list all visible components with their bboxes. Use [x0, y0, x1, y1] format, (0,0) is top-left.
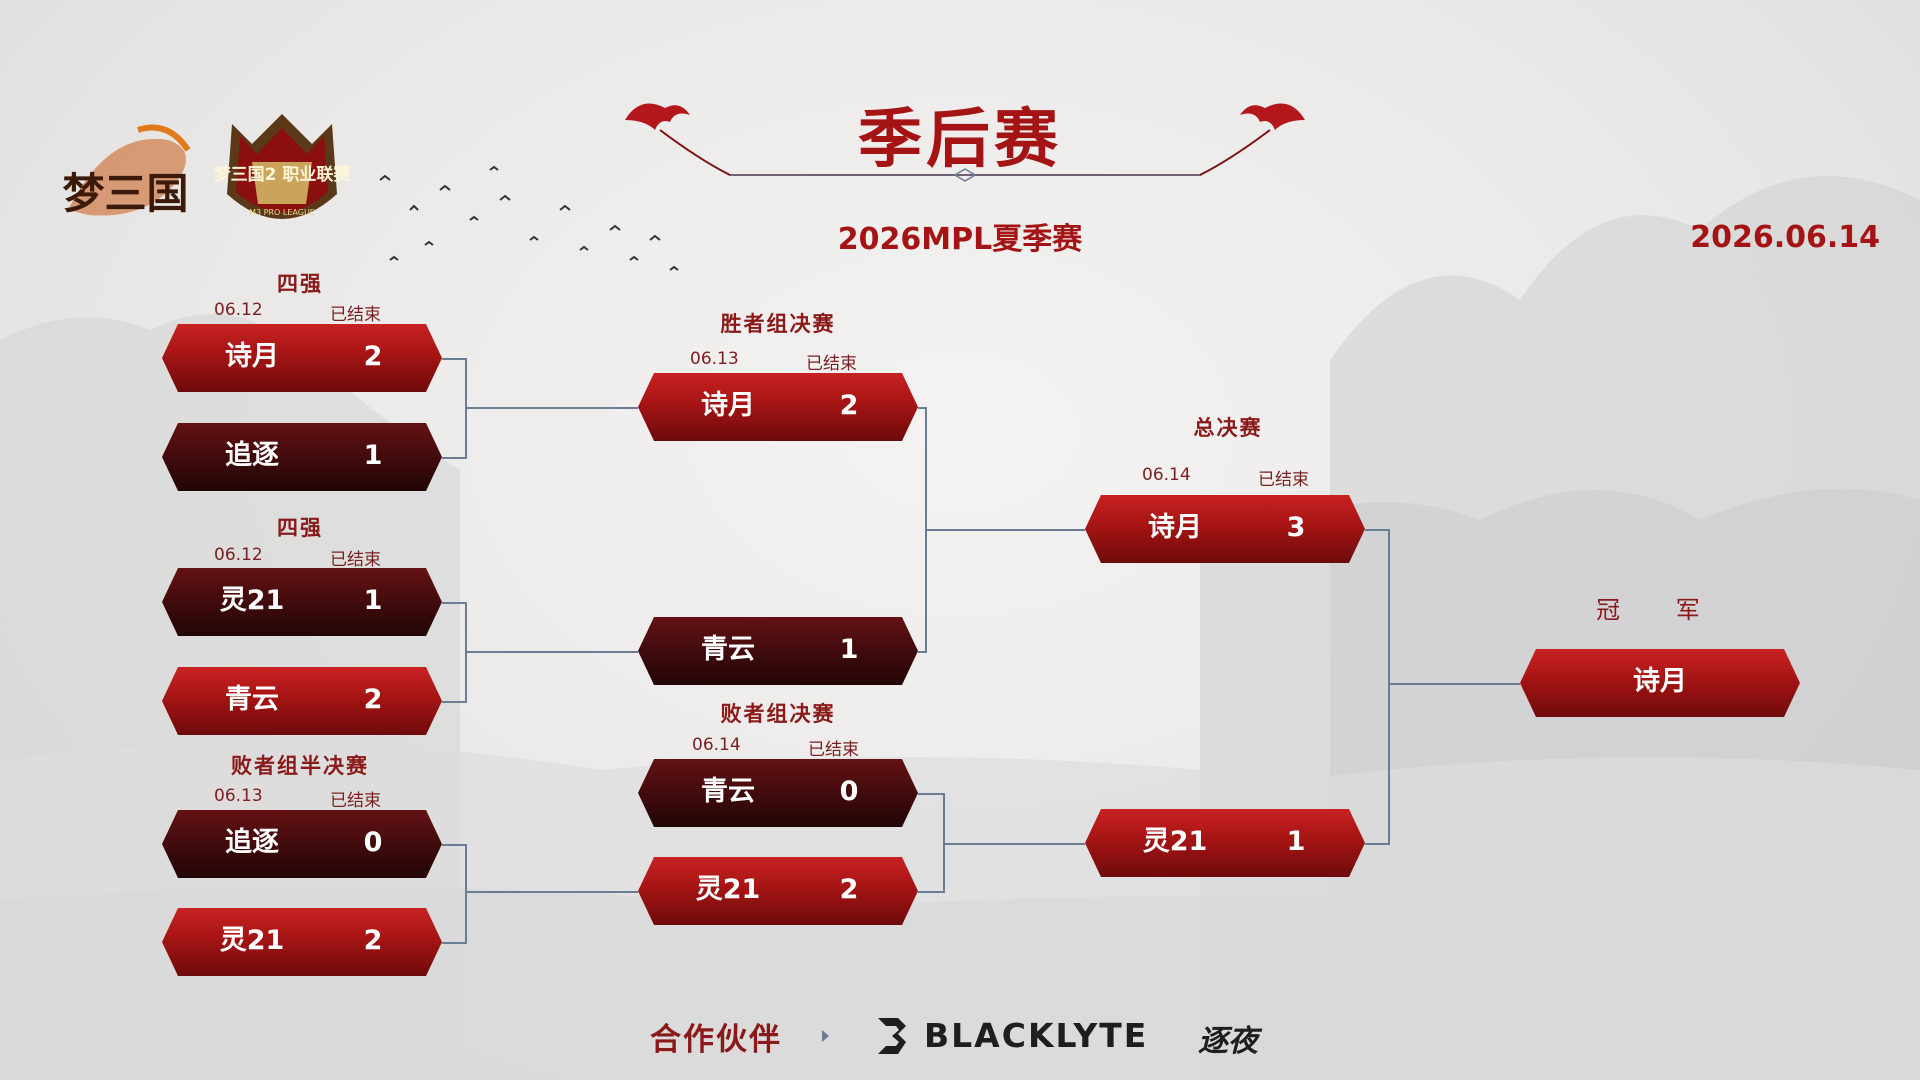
team-name: 灵21	[219, 925, 285, 956]
match-status-lsf: 已结束	[330, 791, 381, 811]
team-score: 1	[839, 634, 859, 665]
match-card-qf2-bottom[interactable]: 青云 2	[162, 667, 442, 735]
match-card-lf-top[interactable]: 青云 0	[638, 759, 918, 827]
stage-label-qf1: 四强	[277, 271, 323, 296]
league-logo: 梦三国2 职业联赛 M3 PRO LEAGUE	[212, 104, 352, 244]
match-status-wf: 已结束	[806, 354, 857, 374]
champion-card[interactable]: 诗月	[1520, 649, 1800, 717]
match-card-lf-bottom[interactable]: 灵21 2	[638, 857, 918, 925]
match-status-gf: 已结束	[1258, 470, 1309, 490]
match-status-qf1: 已结束	[330, 305, 381, 325]
page-subtitle: 2026MPL夏季赛	[837, 222, 1083, 257]
match-card-gf-top[interactable]: 诗月 3	[1085, 495, 1365, 563]
event-date: 2026.06.14	[1690, 220, 1880, 255]
match-date-qf2: 06.12	[214, 545, 263, 565]
team-name: 灵21	[695, 874, 761, 905]
arrow-right-icon	[822, 1030, 829, 1042]
team-score: 0	[839, 776, 859, 807]
stage-label-gf: 总决赛	[1193, 415, 1263, 440]
team-score: 2	[363, 341, 383, 372]
title-ornament	[625, 103, 1305, 182]
page-title: 季后赛	[858, 102, 1062, 177]
team-score: 1	[363, 585, 383, 616]
match-card-lsf-top[interactable]: 追逐 0	[162, 810, 442, 878]
sponsor-name: BLACKLYTE	[924, 1016, 1149, 1055]
team-name: 追逐	[225, 440, 279, 471]
team-name: 灵21	[1142, 826, 1208, 857]
sponsor-cn-name: 逐夜	[1198, 1024, 1258, 1059]
match-card-wf-top[interactable]: 诗月 2	[638, 373, 918, 441]
team-score: 0	[363, 827, 383, 858]
champion-team-name: 诗月	[1633, 666, 1687, 697]
match-card-qf1-bottom[interactable]: 追逐 1	[162, 423, 442, 491]
team-name: 灵21	[219, 585, 285, 616]
partner-label: 合作伙伴	[650, 1022, 782, 1058]
league-logo-text: 梦三国2 职业联赛	[213, 165, 351, 185]
match-card-lsf-bottom[interactable]: 灵21 2	[162, 908, 442, 976]
team-name: 青云	[701, 776, 755, 807]
team-name: 诗月	[701, 390, 755, 421]
team-score: 2	[363, 684, 383, 715]
league-logo-sub: M3 PRO LEAGUE	[249, 208, 315, 217]
team-name: 青云	[225, 684, 279, 715]
match-card-qf1-top[interactable]: 诗月 2	[162, 324, 442, 392]
birds-decoration	[379, 165, 679, 271]
match-status-qf2: 已结束	[330, 550, 381, 570]
game-logo-text: 梦三国	[62, 169, 189, 218]
team-score: 2	[839, 390, 859, 421]
team-name: 追逐	[225, 827, 279, 858]
team-name: 青云	[701, 634, 755, 665]
match-date-qf1: 06.12	[214, 300, 263, 320]
stage-label-wf: 胜者组决赛	[720, 311, 836, 336]
team-score: 2	[839, 874, 859, 905]
team-name: 诗月	[225, 341, 279, 372]
stage-label-lf: 败者组决赛	[720, 701, 836, 726]
match-card-wf-bottom[interactable]: 青云 1	[638, 617, 918, 685]
match-card-qf2-top[interactable]: 灵21 1	[162, 568, 442, 636]
game-logo: 梦三国	[48, 120, 203, 230]
stage-label-lsf: 败者组半决赛	[231, 753, 369, 778]
team-name: 诗月	[1148, 512, 1202, 543]
match-date-lf: 06.14	[692, 735, 741, 755]
match-date-gf: 06.14	[1142, 465, 1191, 485]
match-status-lf: 已结束	[808, 740, 859, 760]
match-date-wf: 06.13	[690, 349, 739, 369]
team-score: 1	[363, 440, 383, 471]
team-score: 1	[1286, 826, 1306, 857]
match-date-lsf: 06.13	[214, 786, 263, 806]
champion-label: 冠 军	[1596, 596, 1724, 624]
team-score: 3	[1286, 512, 1306, 543]
stage-label-qf2: 四强	[277, 515, 323, 540]
team-score: 2	[363, 925, 383, 956]
match-card-gf-bottom[interactable]: 灵21 1	[1085, 809, 1365, 877]
blacklyte-logo-icon	[878, 1018, 906, 1054]
